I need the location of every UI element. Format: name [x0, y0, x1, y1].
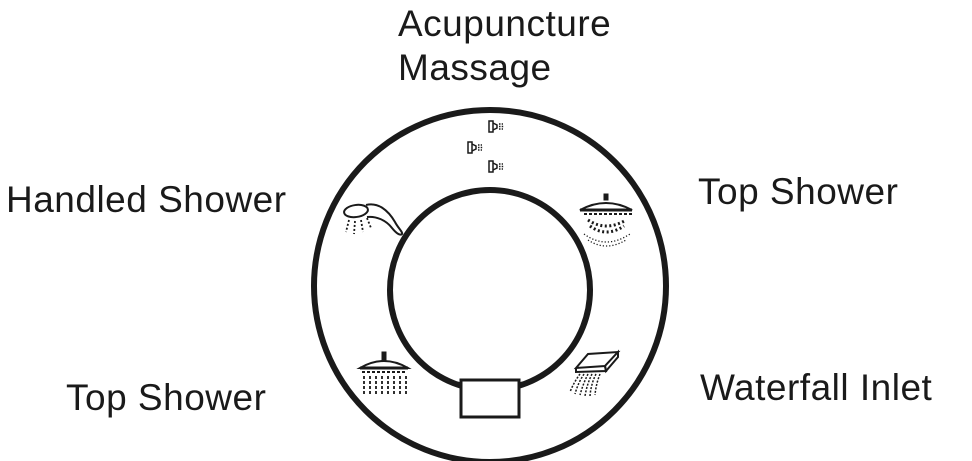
- top-shower-left-label: Top Shower: [66, 377, 267, 418]
- rain-shower-icon: [579, 193, 633, 247]
- top-shower-right-label: Top Shower: [698, 171, 899, 212]
- dial-outer-ring: [311, 107, 669, 461]
- acupuncture-massage-label: Acupuncture Massage: [398, 2, 611, 90]
- acupuncture-label-line2: Massage: [398, 47, 552, 88]
- dial-pointer: [459, 378, 521, 419]
- acupuncture-massage-icon: [467, 120, 504, 173]
- handheld-shower-icon: [343, 203, 404, 236]
- waterfall-spout-icon: [569, 349, 621, 397]
- top-shower-icon: [356, 351, 412, 396]
- acupuncture-label-line1: Acupuncture: [398, 3, 612, 44]
- dial-knob[interactable]: [387, 187, 593, 393]
- handled-shower-label: Handled Shower: [6, 179, 287, 220]
- waterfall-inlet-label: Waterfall Inlet: [700, 367, 933, 408]
